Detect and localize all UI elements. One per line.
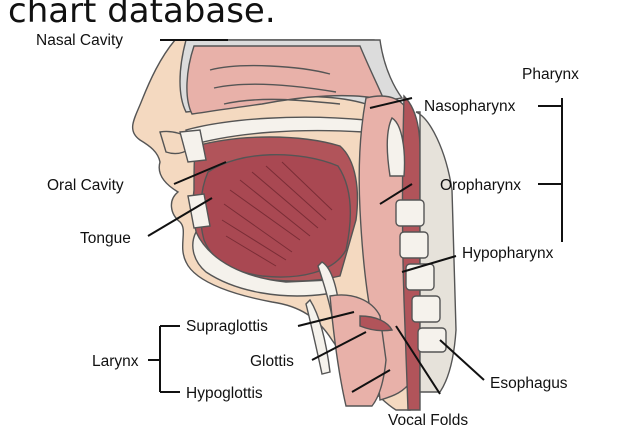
label-hypopharynx: Hypopharynx — [462, 245, 554, 262]
label-oral-cavity: Oral Cavity — [47, 177, 124, 194]
label-vocal-folds: Vocal Folds — [388, 412, 468, 429]
label-glottis: Glottis — [250, 353, 294, 370]
label-pharynx: Pharynx — [522, 66, 579, 83]
label-nasal-cavity: Nasal Cavity — [36, 32, 123, 49]
label-supraglottis: Supraglottis — [186, 318, 268, 335]
label-oropharynx: Oropharynx — [440, 177, 521, 194]
tongue-region — [201, 155, 351, 277]
caption-text: chart database. — [8, 0, 276, 31]
label-tongue: Tongue — [80, 230, 131, 247]
label-nasopharynx: Nasopharynx — [424, 98, 516, 115]
head-illustration — [133, 40, 456, 410]
label-larynx: Larynx — [92, 353, 139, 370]
label-esophagus: Esophagus — [490, 375, 568, 392]
label-hypoglottis: Hypoglottis — [186, 385, 263, 402]
